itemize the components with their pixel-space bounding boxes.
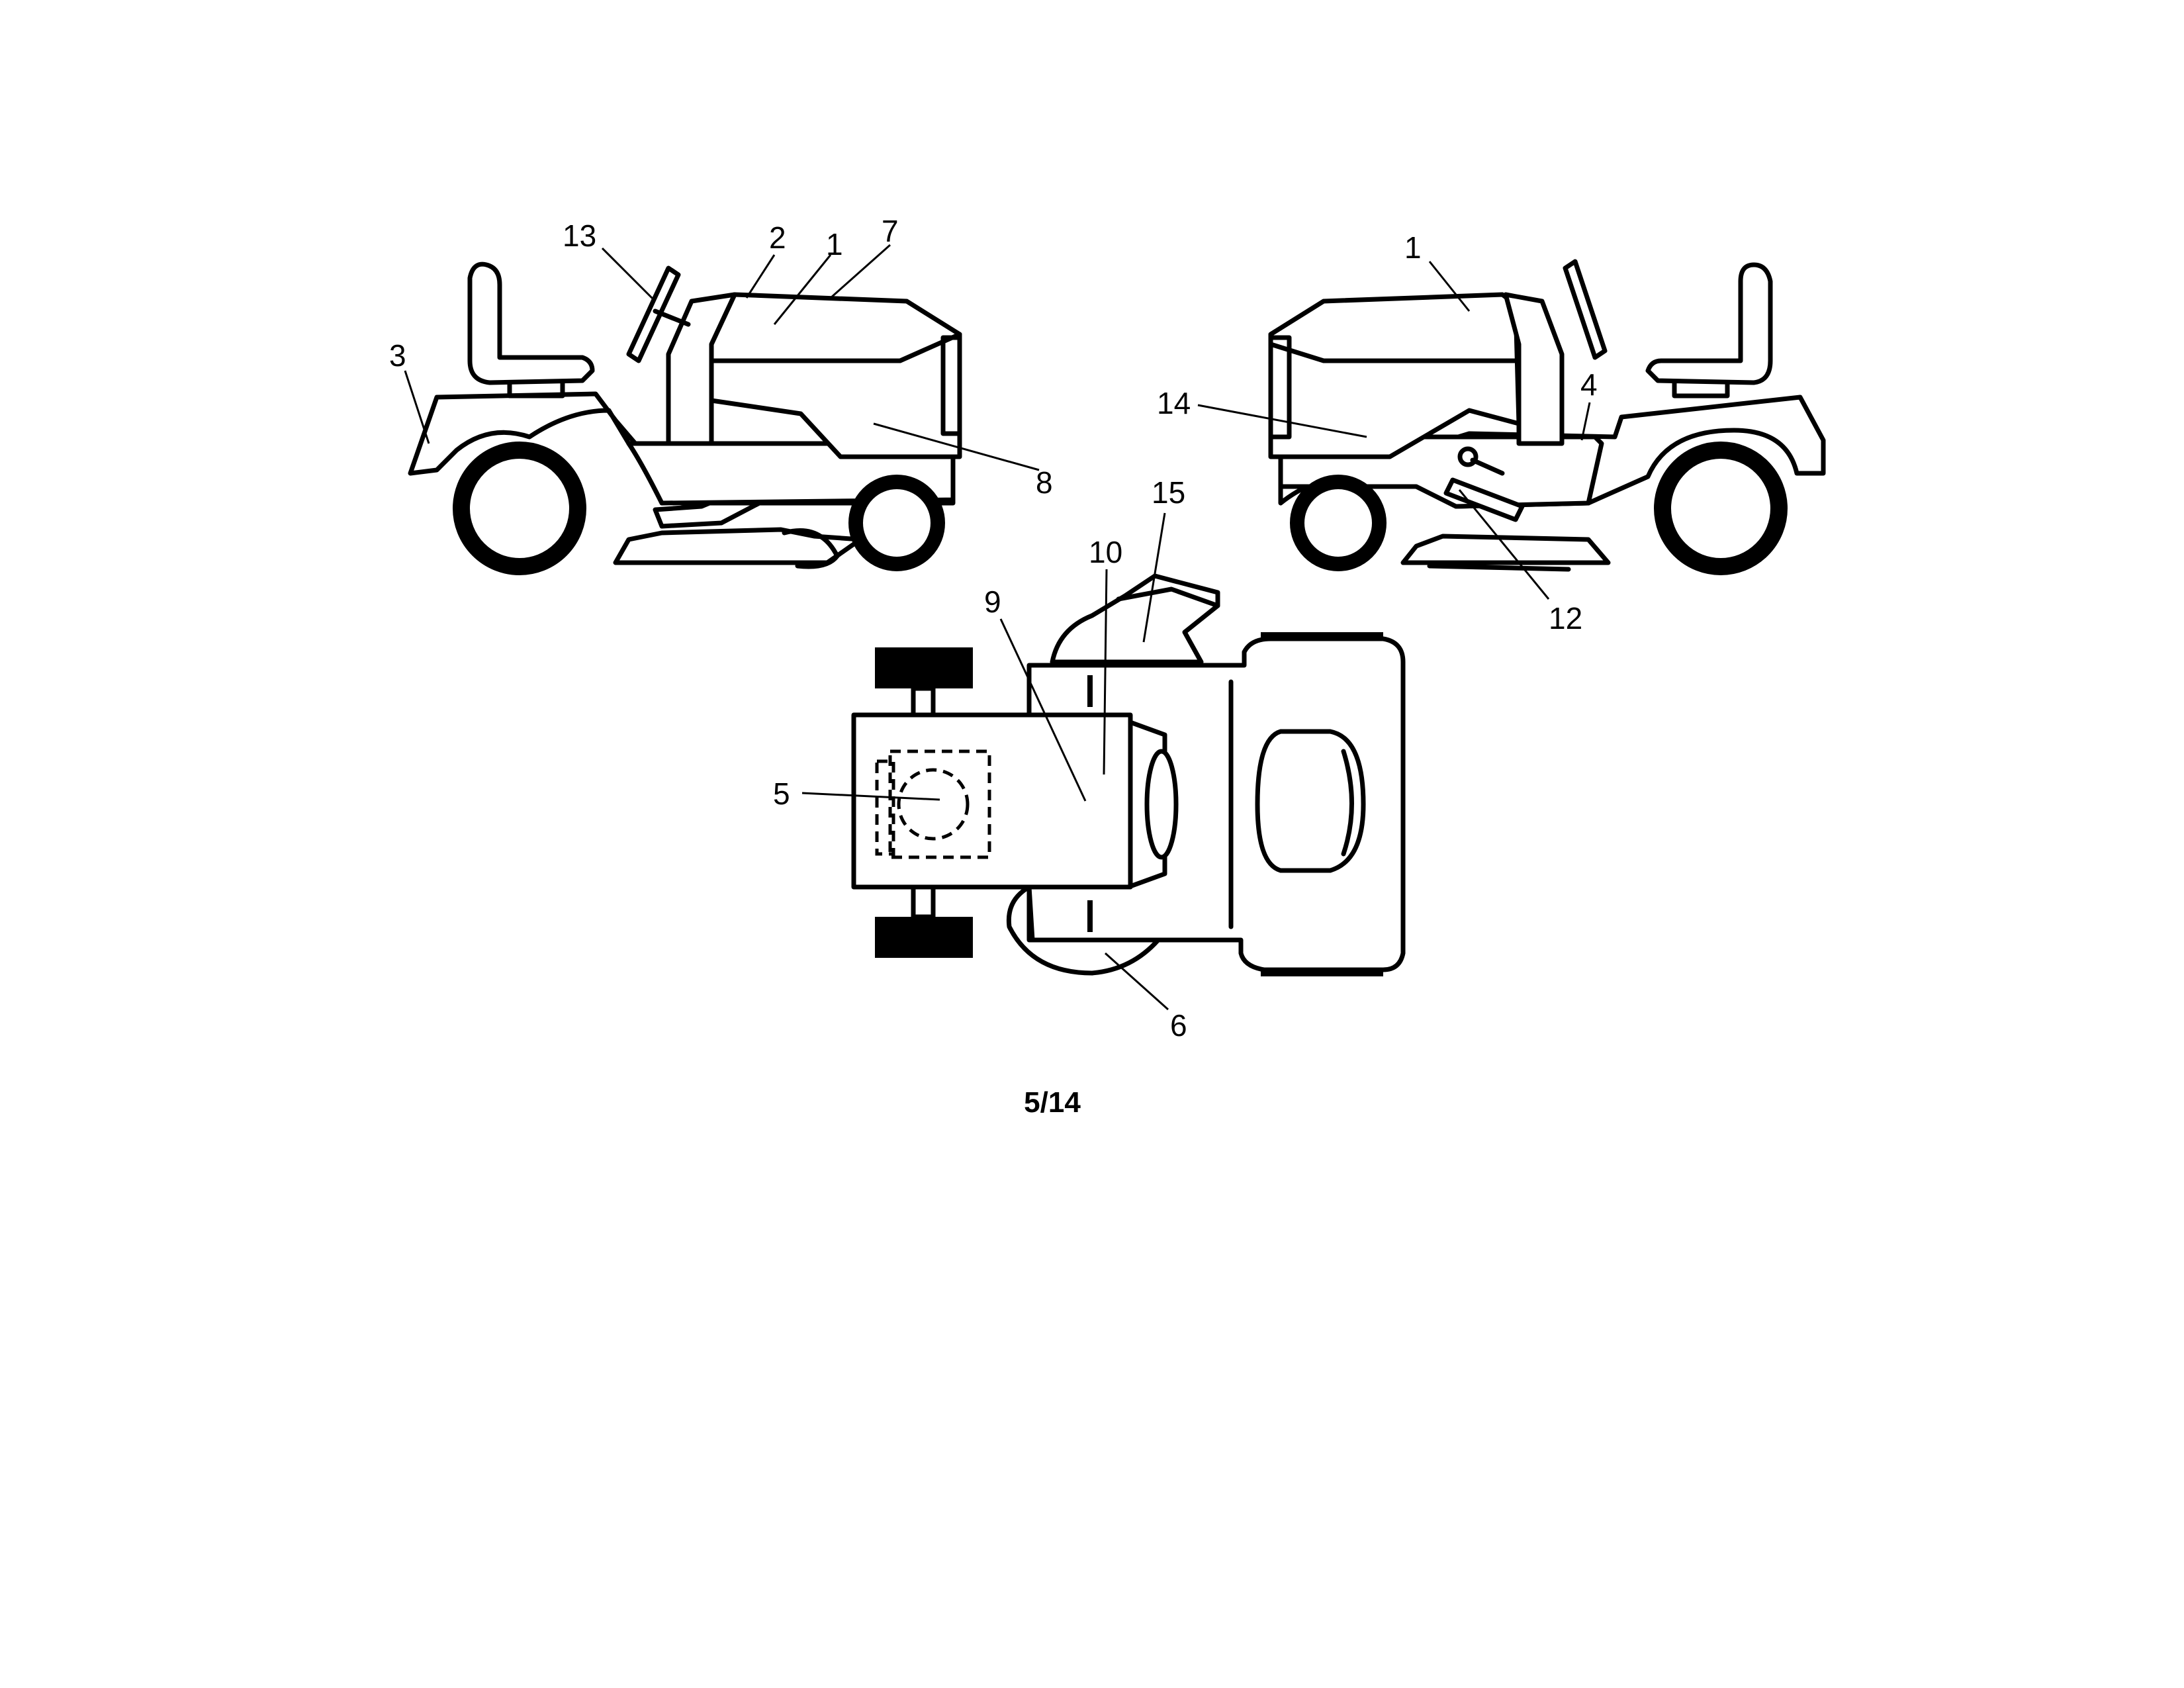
leader-5 — [801, 792, 940, 801]
callout-15: 15 — [1152, 475, 1185, 510]
deck-top — [1006, 666, 1161, 976]
callout-6: 6 — [1170, 1008, 1187, 1043]
lift-lever — [1470, 457, 1505, 476]
callout-2-left: 2 — [769, 220, 786, 255]
leader-6 — [1104, 952, 1169, 1011]
leader-9 — [999, 618, 1087, 802]
callout-9: 9 — [984, 585, 1001, 619]
mower-deck-right — [1400, 534, 1611, 565]
leader-13 — [601, 247, 657, 303]
hood — [709, 292, 962, 459]
hood-grille — [940, 335, 962, 436]
callout-8: 8 — [1036, 465, 1053, 500]
hood-top — [851, 712, 1133, 890]
seat-back-top — [1341, 749, 1354, 857]
front-tire-bottom — [875, 917, 973, 958]
seat-post — [507, 380, 565, 399]
air-filter-outline — [897, 768, 970, 841]
steering-wheel — [626, 265, 681, 363]
right-seat-post — [1672, 380, 1730, 399]
leader-1-left — [773, 254, 832, 325]
right-steering-wheel — [1563, 259, 1608, 360]
steering-wheel-top — [1144, 749, 1179, 860]
leader-4 — [1580, 402, 1591, 441]
right-seat — [1645, 262, 1773, 385]
axle-bottom — [911, 884, 936, 919]
seat — [467, 261, 595, 385]
callout-4: 4 — [1580, 367, 1598, 402]
callout-14: 14 — [1157, 386, 1191, 420]
callout-5: 5 — [773, 776, 790, 811]
leader-7 — [830, 244, 891, 299]
right-front-wheel — [1290, 475, 1387, 571]
hood-line — [709, 332, 962, 363]
callout-10: 10 — [1089, 535, 1122, 569]
right-rear-wheel — [1654, 442, 1788, 575]
steering-column — [653, 308, 691, 327]
callout-3: 3 — [389, 338, 406, 373]
leader-1-right — [1428, 261, 1471, 312]
right-pedal — [1443, 477, 1525, 522]
deck-chute — [782, 528, 840, 569]
dash — [666, 292, 737, 446]
mark-top — [1087, 675, 1093, 707]
callout-1-left: 1 — [826, 227, 843, 261]
leader-lines — [404, 244, 1591, 1011]
deck-shield — [1427, 563, 1571, 572]
right-hood-grille — [1268, 335, 1292, 440]
right-dash — [1503, 292, 1565, 446]
callout-12: 12 — [1549, 601, 1582, 635]
axle-top — [911, 686, 936, 718]
page-number: 5/14 — [1024, 1086, 1081, 1119]
engine-outline-outer — [875, 759, 895, 856]
callout-7: 7 — [882, 214, 899, 248]
seat-top — [1255, 729, 1366, 873]
mower-top-view — [851, 573, 1406, 976]
leader-2 — [745, 254, 776, 299]
leader-12 — [1458, 489, 1550, 600]
leader-10 — [1103, 569, 1108, 775]
leader-3 — [404, 370, 430, 444]
rear-wheel — [453, 442, 586, 575]
callout-1-right: 1 — [1404, 230, 1422, 265]
mower-deck — [613, 527, 863, 565]
discharge-chute — [1050, 573, 1220, 665]
leader-8 — [873, 422, 1040, 471]
chute-lines — [1116, 586, 1220, 608]
mower-right-side-view — [1268, 259, 1826, 575]
front-wheel — [848, 475, 945, 571]
mower-left-side-view — [408, 261, 962, 575]
callout-13: 13 — [563, 218, 596, 253]
callout-labels: 13 2 1 7 3 8 1 14 4 12 15 10 9 5 6 — [389, 214, 1598, 1043]
front-tire-top — [875, 647, 973, 688]
mark-bottom — [1087, 900, 1093, 932]
leader-14 — [1197, 404, 1367, 438]
leader-15 — [1142, 512, 1166, 643]
